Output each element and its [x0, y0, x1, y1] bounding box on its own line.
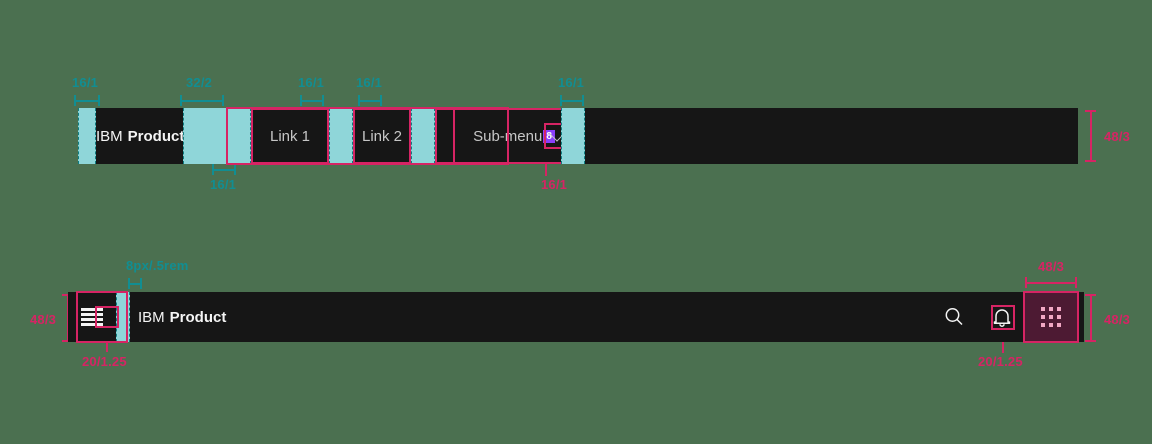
bb-brand-name: Product: [169, 308, 227, 326]
nav-link-1-label: Link 1: [269, 127, 311, 145]
nav-link-2[interactable]: Link 2: [353, 108, 411, 164]
menu-button[interactable]: [68, 292, 116, 342]
brand-prefix: IBM: [96, 127, 123, 145]
annotation-link-gap-2-measure: [358, 95, 382, 106]
annotation-appswitch-width-label: 48/3: [1038, 259, 1065, 274]
app-switcher-button[interactable]: [1025, 292, 1077, 342]
annotation-bb-brand-gap-label: 8px/.5rem: [126, 258, 189, 273]
annotation-link-gap-1-measure: [300, 95, 324, 106]
annotation-brand-gap-measure: [180, 95, 224, 106]
annotation-topbar-height-measure: [1085, 110, 1096, 162]
annotation-appswitch-height-measure: [1085, 294, 1096, 342]
annotation-bell-icon-leader: [1002, 331, 1004, 353]
nav-link-1[interactable]: Link 1: [251, 108, 329, 164]
spacing-overlay-brand-gap: [183, 108, 227, 164]
top-navigation-bar: IBM Product Link 1 Link 2 Link 3 Sub-men…: [78, 108, 1078, 164]
bottom-navigation-bar: IBM Product: [68, 292, 1084, 342]
spacing-overlay-bb-brand-gap: [116, 292, 130, 342]
hamburger-menu-icon: [81, 308, 103, 326]
annotation-appswitch-width-measure: [1025, 277, 1077, 288]
search-icon: [945, 308, 963, 326]
annotation-top-left-pad-label: 16/1: [72, 75, 99, 90]
annotation-under-brand-measure: [212, 164, 236, 175]
annotation-link-gap-2-label: 16/1: [356, 75, 383, 90]
bb-brand-label[interactable]: IBM Product: [138, 292, 226, 342]
spacing-overlay-link-gap-1: [329, 108, 353, 164]
annotation-appswitch-height-label: 48/3: [1104, 312, 1131, 327]
brand-label[interactable]: IBM Product: [96, 108, 184, 164]
annotation-under-brand-label: 16/1: [210, 177, 237, 192]
annotation-bb-height-label: 48/3: [30, 312, 57, 327]
spacing-overlay-pre-links: [227, 108, 251, 164]
annotation-submenu-gap-measure: [560, 95, 584, 106]
spacing-overlay-submenu-gap: [561, 108, 585, 164]
annotation-chevron-inset-label: 16/1: [541, 177, 568, 192]
spacing-overlay-link-gap-2: [411, 108, 435, 164]
nav-link-2-label: Link 2: [361, 127, 403, 145]
submenu-badge: 8: [543, 129, 555, 143]
annotation-topbar-height-label: 48/3: [1104, 129, 1131, 144]
search-button[interactable]: [930, 292, 978, 342]
app-switcher-icon: [1041, 307, 1061, 327]
annotation-link-gap-1-label: 16/1: [298, 75, 325, 90]
annotation-top-left-pad-measure: [74, 95, 100, 106]
annotation-menu-icon-size-label: 20/1.25: [82, 354, 127, 369]
notification-bell-icon: [993, 308, 1011, 327]
brand-name: Product: [127, 127, 185, 145]
bb-brand-prefix: IBM: [138, 308, 165, 326]
spacing-overlay-left-pad: [78, 108, 96, 164]
notification-button[interactable]: [978, 292, 1026, 342]
annotation-brand-gap-label: 32/2: [186, 75, 213, 90]
annotation-submenu-gap-label: 16/1: [558, 75, 585, 90]
annotation-bell-icon-size-label: 20/1.25: [978, 354, 1023, 369]
annotation-bb-brand-gap-measure: [128, 278, 142, 289]
nav-submenu-label: Sub-menu: [473, 127, 543, 145]
